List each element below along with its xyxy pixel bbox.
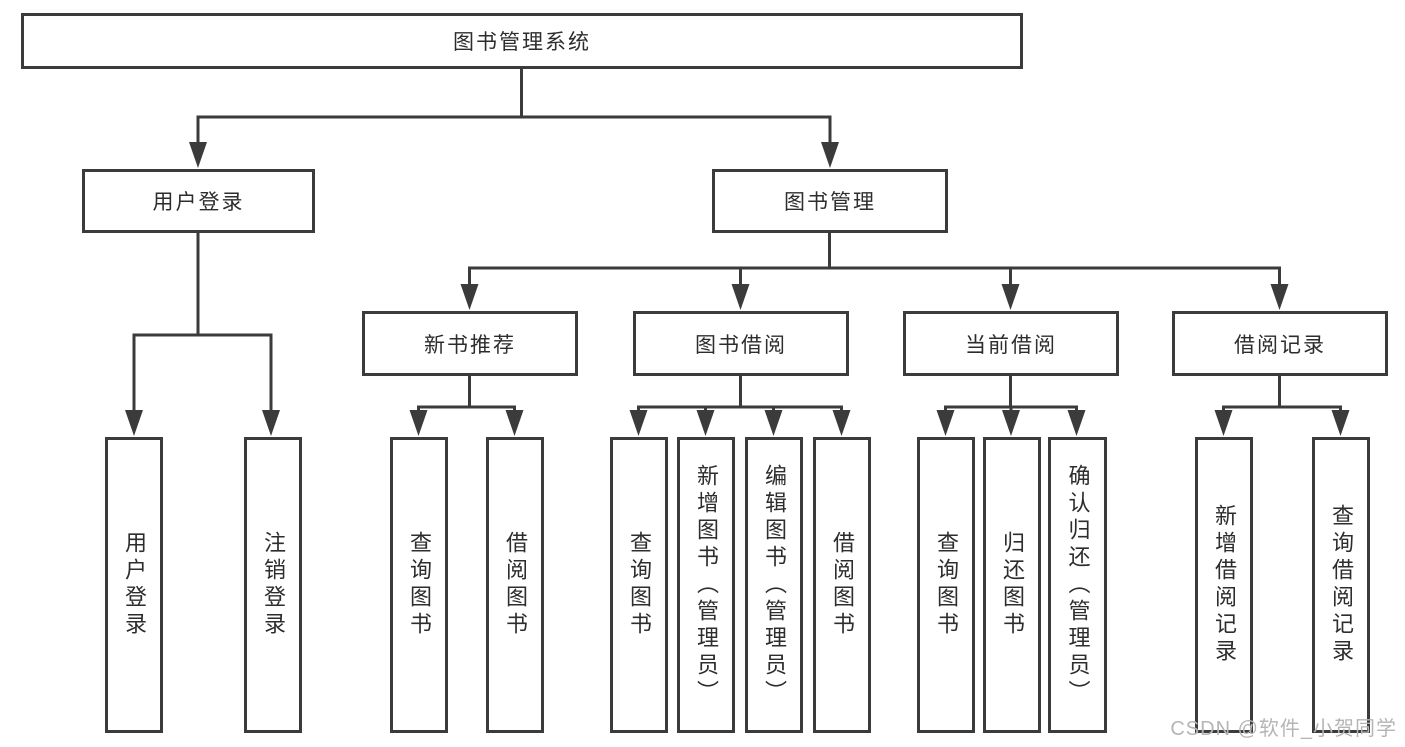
node-label: 查询图书	[934, 531, 959, 639]
arrow-down-icon	[1214, 410, 1233, 436]
leaf-logout: 注销登录	[244, 437, 302, 733]
node-book-management: 图书管理	[712, 169, 948, 233]
leaf-query-borrow-record: 查询借阅记录	[1312, 437, 1370, 733]
arrow-down-icon	[262, 410, 280, 436]
arrow-down-icon	[1067, 410, 1086, 436]
node-label: 图书借阅	[695, 333, 787, 357]
node-label: 新增借阅记录	[1212, 504, 1237, 666]
arrow-down-icon	[832, 410, 851, 436]
node-label: 归还图书	[1000, 531, 1025, 639]
arrow-down-icon	[731, 284, 750, 310]
arrow-down-icon	[1002, 410, 1020, 436]
node-label: 查询图书	[407, 531, 432, 639]
node-label: 确认归还（管理员）	[1065, 463, 1091, 707]
arrow-down-icon	[125, 410, 143, 436]
connector-login-to-leaves	[125, 231, 280, 436]
node-new-book-recommend: 新书推荐	[362, 311, 578, 376]
leaf-borrow-books-recommend: 借阅图书	[486, 437, 544, 733]
arrow-down-icon	[936, 410, 955, 436]
node-label: 用户登录	[122, 531, 147, 639]
arrow-down-icon	[1001, 284, 1020, 310]
node-label: 注销登录	[261, 531, 286, 639]
connector-current-to-leaves	[936, 374, 1086, 436]
arrow-down-icon	[460, 284, 479, 310]
leaf-query-books-recommend: 查询图书	[390, 437, 448, 733]
leaf-confirm-return-admin: 确认归还（管理员）	[1048, 437, 1107, 733]
arrow-down-icon	[189, 142, 207, 168]
node-label: 借阅记录	[1234, 333, 1326, 357]
node-label: 新增图书（管理员）	[694, 463, 719, 707]
leaf-query-books-current: 查询图书	[917, 437, 975, 733]
node-label: 借阅图书	[503, 531, 528, 639]
arrow-down-icon	[1331, 410, 1350, 436]
node-book-borrowing: 图书借阅	[633, 311, 849, 376]
leaf-borrow-books: 借阅图书	[813, 437, 871, 733]
arrow-down-icon	[629, 410, 648, 436]
node-label: 借阅图书	[830, 531, 855, 639]
node-label: 查询借阅记录	[1329, 504, 1354, 666]
node-label: 当前借阅	[965, 333, 1057, 357]
connector-newbook-to-leaves	[409, 374, 524, 436]
node-label: 查询图书	[627, 531, 652, 639]
node-user-login: 用户登录	[82, 169, 315, 233]
connector-mgmt-to-level3	[460, 231, 1289, 310]
arrow-down-icon	[505, 410, 524, 436]
node-label: 新书推荐	[424, 333, 516, 357]
arrow-down-icon	[1270, 284, 1289, 310]
node-system-root: 图书管理系统	[21, 13, 1023, 69]
node-current-borrowing: 当前借阅	[903, 311, 1119, 376]
leaf-query-books-borrow: 查询图书	[610, 437, 668, 733]
connector-root-to-level2	[189, 68, 839, 168]
leaf-edit-books-admin: 编辑图书（管理员）	[745, 437, 803, 733]
arrow-down-icon	[409, 410, 428, 436]
node-label: 图书管理系统	[453, 31, 591, 54]
connector-records-to-leaves	[1214, 374, 1350, 436]
csdn-watermark: CSDN @软件_小贺同学	[1170, 718, 1397, 740]
leaf-add-borrow-record: 新增借阅记录	[1195, 437, 1253, 733]
arrow-down-icon	[696, 410, 715, 436]
node-borrowing-records: 借阅记录	[1172, 311, 1388, 376]
arrow-down-icon	[821, 142, 839, 168]
leaf-user-login: 用户登录	[105, 437, 163, 733]
leaf-return-books: 归还图书	[983, 437, 1041, 733]
connector-borrow-to-leaves	[629, 374, 851, 436]
node-label: 编辑图书（管理员）	[762, 463, 787, 707]
leaf-add-books-admin: 新增图书（管理员）	[677, 437, 735, 733]
arrow-down-icon	[764, 410, 783, 436]
node-label: 图书管理	[784, 191, 876, 214]
node-label: 用户登录	[152, 191, 245, 214]
